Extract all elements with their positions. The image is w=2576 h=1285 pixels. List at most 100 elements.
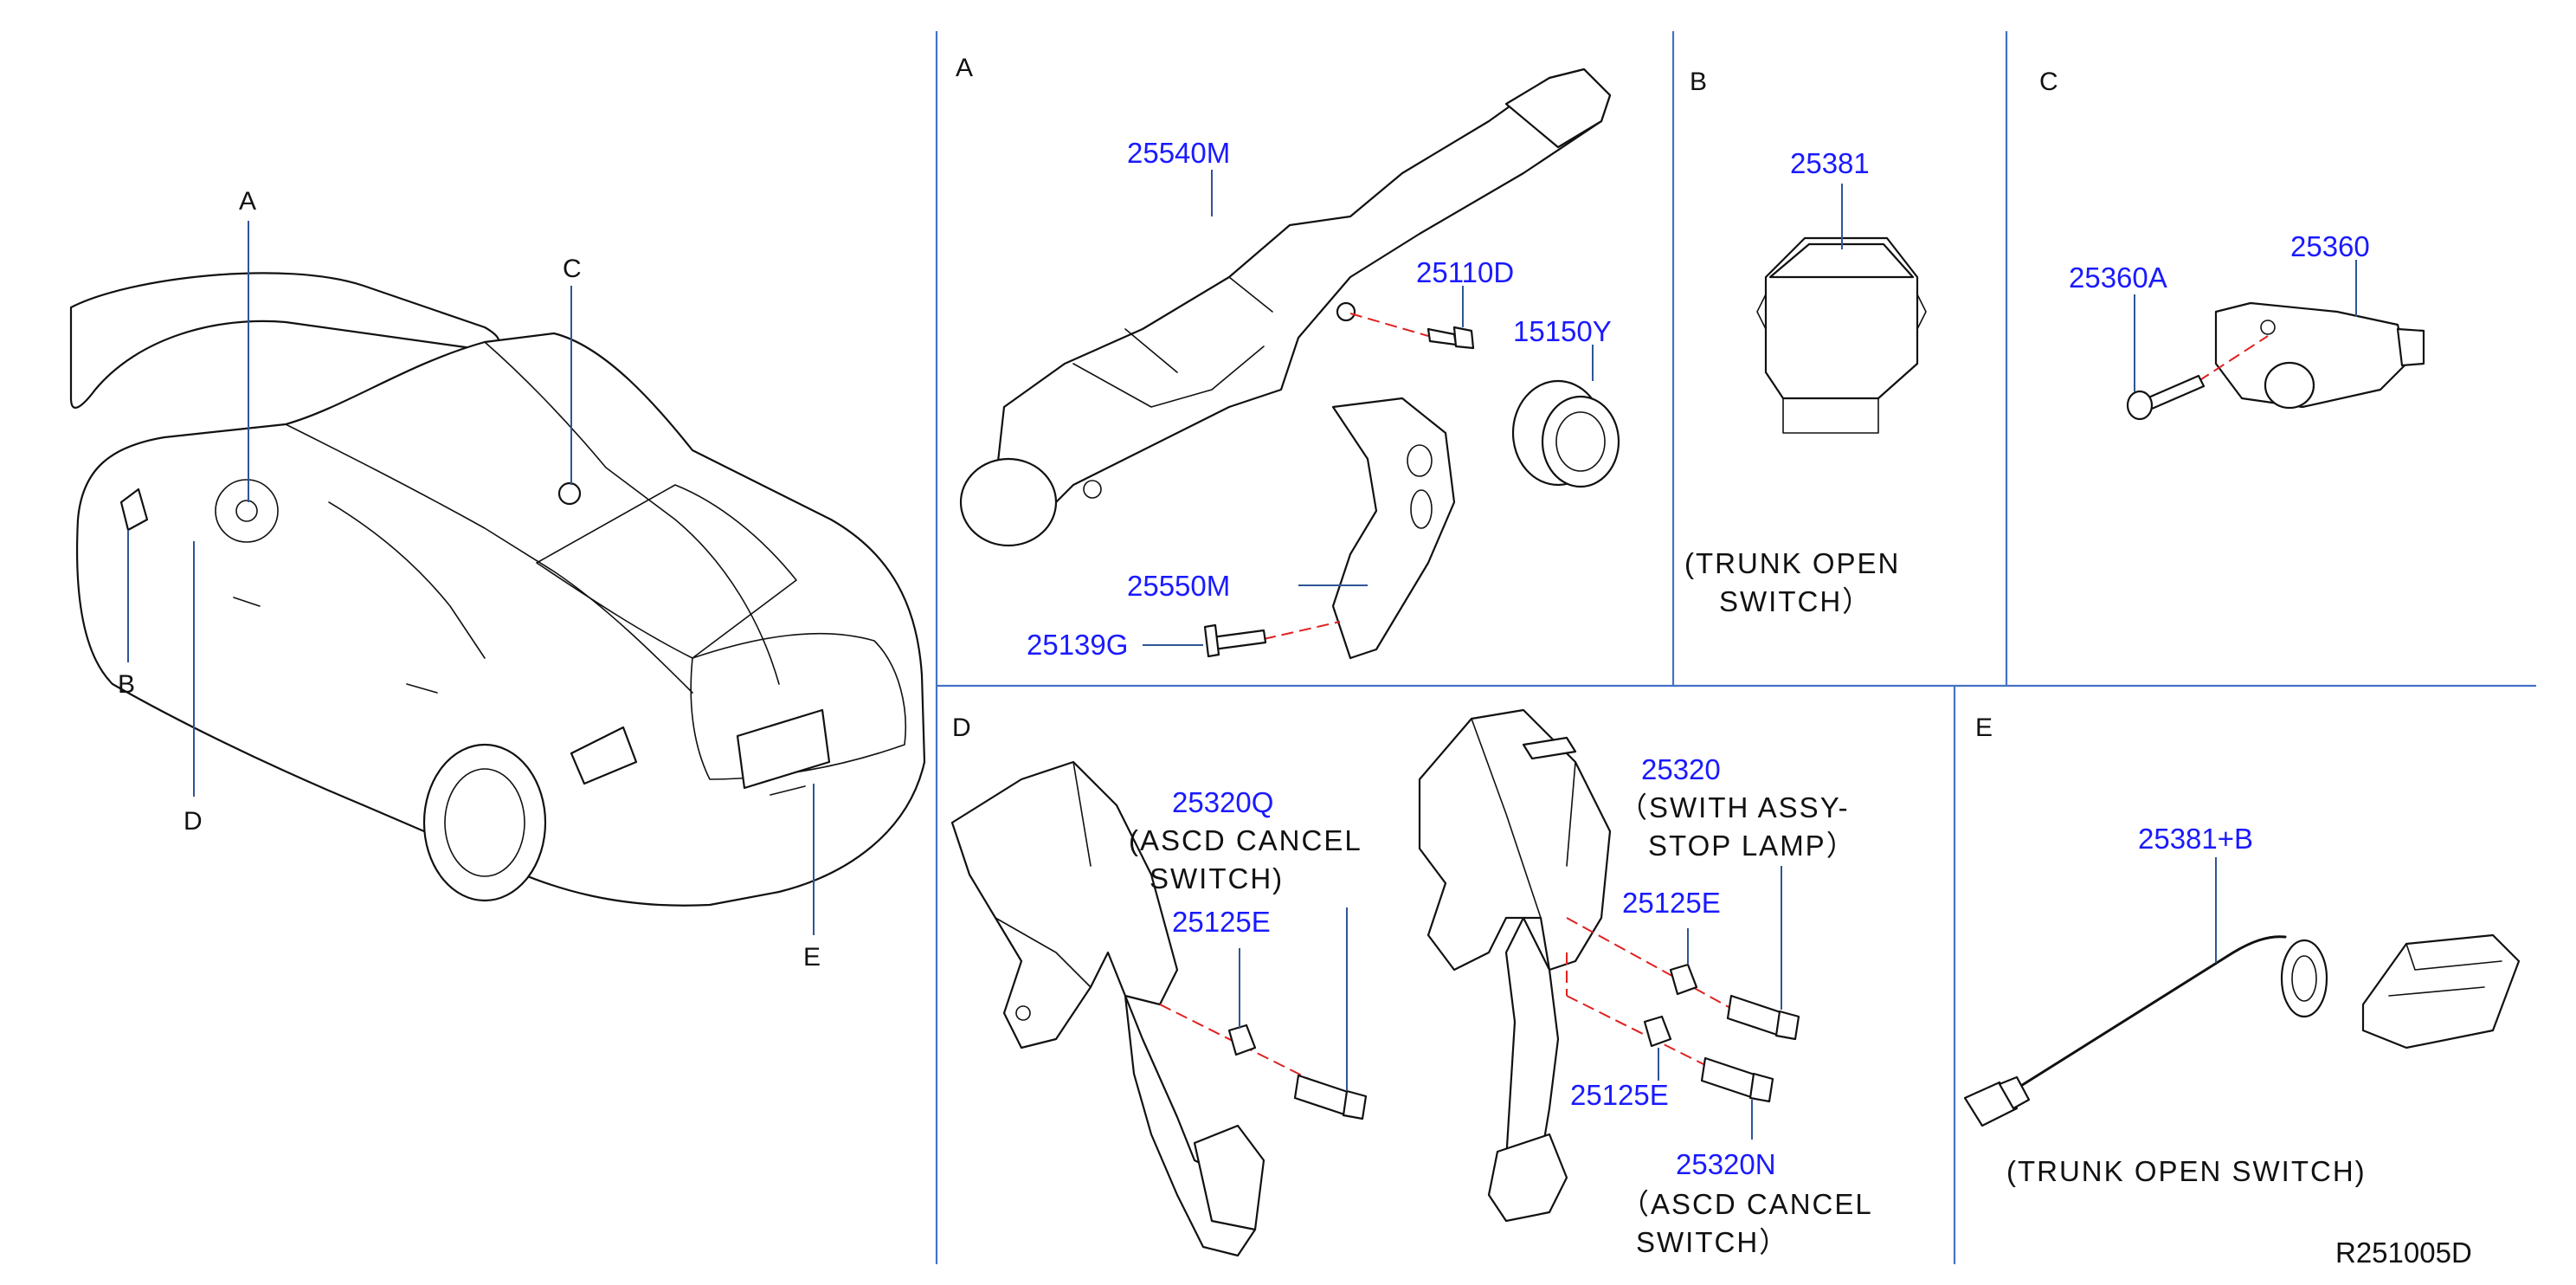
part-25550M: 25550M	[1127, 570, 1230, 602]
car-trunk-lid	[690, 632, 907, 780]
bolt-25360A-head	[2126, 390, 2154, 421]
callout-e: E	[803, 943, 821, 972]
axis-25320	[1566, 917, 1741, 1014]
axis-25360A	[2198, 335, 2269, 382]
section-a: A 25540M 25110D 15150Y 25550M 2513	[956, 54, 1620, 661]
part-25320: 25320	[1641, 753, 1721, 785]
switch-25320Q-connector	[1342, 1089, 1368, 1120]
note-e-line: (TRUNK OPEN SWITCH)	[2006, 1155, 2367, 1187]
switch-25320N-connector	[1748, 1072, 1774, 1103]
note-stop-line2: STOP LAMP）	[1648, 830, 1857, 862]
trunk-switch-b-button	[1768, 242, 1915, 279]
axis-25320N	[1566, 995, 1723, 1075]
car-rear-wheel	[422, 743, 547, 902]
screw-25110D-shank	[1426, 327, 1458, 346]
section-e: E 25381+B (TRUNK OPEN SWITCH)	[1963, 714, 2521, 1187]
nut-25125E-upper	[1669, 963, 1698, 996]
part-25540M: 25540M	[1127, 137, 1230, 169]
trunk-harness-wire	[2008, 935, 2287, 1095]
combination-switch-mount	[1336, 301, 1356, 322]
trunk-grommet	[2280, 939, 2328, 1018]
car-tail-lamp	[570, 726, 638, 785]
part-25360: 25360	[2290, 230, 2370, 262]
cover-25550M-hole-1	[1407, 444, 1433, 477]
note-ascd-line1: (ASCD CANCEL	[1129, 824, 1362, 856]
combination-switch-knob	[959, 457, 1058, 547]
part-25381: 25381	[1790, 147, 1870, 179]
car-door-line	[328, 501, 486, 659]
ignition-knob-face	[1541, 395, 1620, 488]
part-25125E-upper: 25125E	[1622, 887, 1721, 919]
car-steering-hub	[235, 500, 258, 522]
callout-b: B	[118, 670, 135, 699]
note-ascd2-line1: （ASCD CANCEL	[1620, 1188, 1873, 1220]
panel-dividers	[935, 31, 2536, 1264]
part-25125E-lower: 25125E	[1570, 1079, 1669, 1111]
note-stop-line1: （SWITH ASSY-	[1619, 791, 1850, 823]
bolt-25360A-shank	[2145, 374, 2206, 410]
part-15150Y: 15150Y	[1513, 315, 1612, 347]
part-25360A: 25360A	[2069, 262, 2167, 294]
car-trunk-switch-marker	[770, 785, 806, 796]
section-label-b: B	[1690, 68, 1707, 96]
screw-25139G-head	[1203, 623, 1220, 658]
pedal-pad-right	[1487, 1133, 1568, 1223]
part-25320Q: 25320Q	[1172, 786, 1273, 818]
nut-25125E-left	[1227, 1023, 1257, 1056]
part-25110D: 25110D	[1416, 256, 1514, 288]
combination-switch-detail	[1072, 276, 1273, 408]
screw-25139G-shank	[1210, 629, 1267, 651]
trunk-switch-b-clips	[1756, 294, 1927, 330]
car-door-handle-rear	[406, 683, 438, 694]
combination-switch-lever-tip	[1504, 68, 1612, 149]
nut-25125E-lower	[1643, 1015, 1672, 1048]
switch-25320Q-body	[1293, 1074, 1352, 1117]
part-25139G: 25139G	[1027, 629, 1128, 661]
callout-a: A	[239, 187, 256, 216]
trunk-opener-detail	[2388, 943, 2502, 997]
callout-c: C	[563, 255, 582, 283]
car-roofline	[285, 423, 693, 694]
section-b: B 25381 (TRUNK OPEN SWITCH）	[1684, 68, 1927, 617]
axis-25110D	[1349, 313, 1429, 337]
note-b-line2: SWITCH）	[1719, 585, 1872, 617]
switch-25320-body	[1726, 994, 1785, 1037]
cover-25550M-hole-2	[1410, 489, 1433, 529]
bracket-right-slot	[1522, 736, 1577, 760]
door-switch-connector	[2396, 327, 2425, 367]
car-rear-glass	[484, 341, 780, 685]
car-rear-window	[536, 484, 797, 659]
car-rear-hub	[444, 768, 525, 877]
ignition-knob-ring	[1555, 411, 1606, 472]
brake-bracket-left	[950, 760, 1179, 1049]
section-label-c: C	[2039, 68, 2058, 96]
screw-25110D-head	[1452, 326, 1475, 350]
car-body	[75, 332, 926, 907]
section-label-e: E	[1975, 714, 1993, 742]
bracket-left-detail	[995, 761, 1092, 988]
car-dome-marker	[557, 481, 582, 506]
callout-d: D	[184, 807, 203, 836]
car-license-plate	[736, 708, 831, 790]
combination-switch-screw-hole	[1083, 480, 1102, 499]
note-ascd-line2: SWITCH)	[1150, 862, 1284, 894]
section-label-a: A	[956, 54, 973, 82]
bracket-left-hole	[1015, 1005, 1031, 1021]
car-overview: A C B D E	[69, 187, 926, 972]
car-door-handle-front	[233, 597, 261, 607]
switch-25320N-body	[1700, 1056, 1759, 1100]
section-c: C 25360 25360A	[2039, 68, 2425, 421]
door-switch-mount-hole	[2260, 320, 2276, 335]
car-steering-wheel	[215, 479, 279, 543]
section-label-d: D	[952, 714, 971, 742]
part-25125E-left: 25125E	[1172, 906, 1271, 938]
part-25381B: 25381+B	[2138, 823, 2253, 855]
axis-25139G	[1263, 621, 1341, 640]
drawing-code: R251005D	[2335, 1237, 2472, 1269]
trunk-grommet-inner	[2291, 955, 2317, 1002]
door-switch-plunger	[2264, 361, 2315, 410]
trunk-harness-connector-tail	[1998, 1075, 2031, 1110]
bracket-right-detail	[1471, 718, 1576, 919]
note-ascd2-line2: SWITCH）	[1636, 1226, 1789, 1258]
